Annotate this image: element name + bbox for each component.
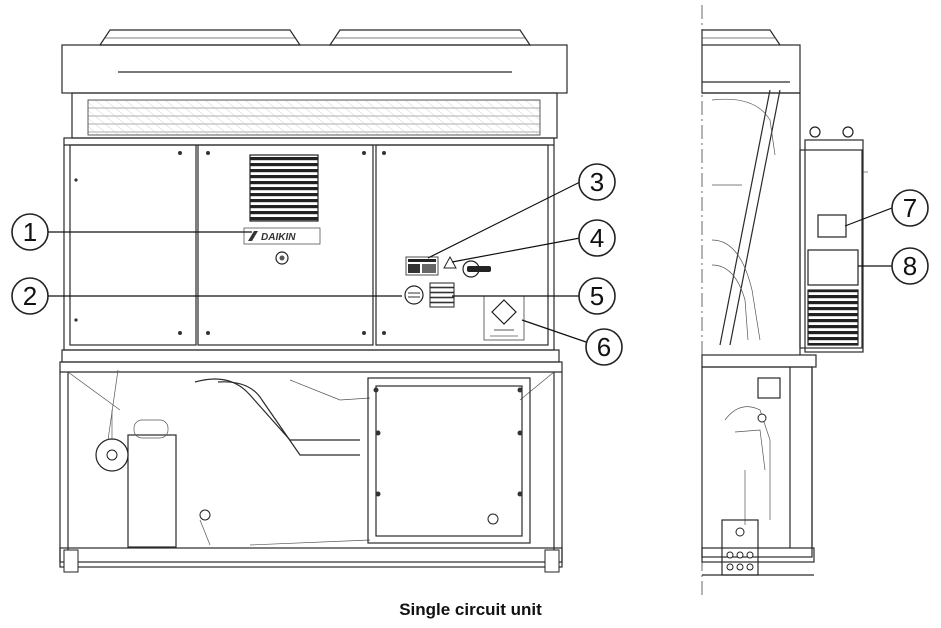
caption: Single circuit unit — [399, 600, 542, 619]
svg-text:1: 1 — [23, 217, 37, 247]
main-switch — [462, 260, 491, 278]
round-label — [404, 285, 424, 305]
panel-label-lower — [807, 249, 859, 286]
logo-text: DAIKIN — [261, 232, 296, 243]
callout-6: 6 — [585, 328, 623, 366]
svg-text:5: 5 — [590, 281, 604, 311]
logo-plate: DAIKIN — [243, 227, 321, 245]
callout-7: 7 — [891, 189, 929, 227]
callout-3: 3 — [578, 163, 616, 201]
callout-2: 2 — [11, 277, 49, 315]
callout-1: 1 — [11, 213, 49, 251]
warning-label — [405, 256, 439, 276]
svg-text:6: 6 — [597, 332, 611, 362]
front-view: DAIKIN — [59, 29, 568, 573]
callout-4: 4 — [578, 219, 616, 257]
svg-text:7: 7 — [903, 193, 917, 223]
side-view — [701, 5, 868, 595]
svg-text:4: 4 — [590, 223, 604, 253]
svg-text:3: 3 — [590, 167, 604, 197]
hazard-label — [443, 255, 457, 269]
callouts: 1 2 3 4 5 6 7 8 — [11, 163, 929, 366]
panel-label-upper — [817, 214, 847, 238]
refrigerant-label — [483, 295, 525, 341]
svg-text:8: 8 — [903, 251, 917, 281]
callout-8: 8 — [891, 247, 929, 285]
svg-text:2: 2 — [23, 281, 37, 311]
rating-label — [429, 282, 455, 308]
callout-5: 5 — [578, 277, 616, 315]
